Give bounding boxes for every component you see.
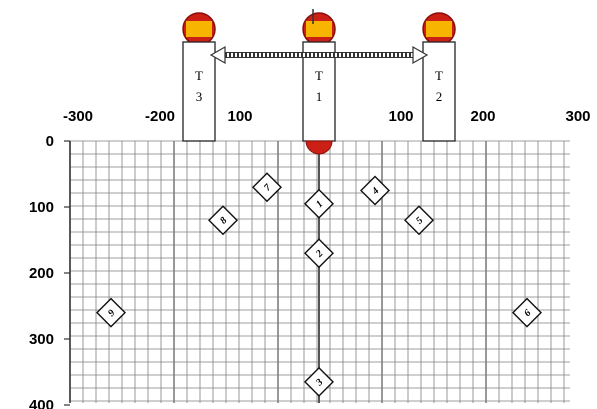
point-2: 2 — [304, 238, 334, 269]
point-label: 1 — [314, 199, 325, 210]
x-tick-label: 100 — [388, 108, 413, 125]
point-marker — [304, 238, 334, 269]
transmitter-t2: T2 — [422, 12, 456, 142]
point-label: 5 — [414, 215, 425, 226]
transmitter-label-letter: T — [315, 68, 323, 83]
y-tick-label: 0 — [46, 133, 54, 150]
transmitter-body — [422, 41, 456, 142]
point-7: 7 — [252, 172, 282, 203]
transmitter-label-number: 1 — [316, 89, 323, 104]
transmitter-head-band — [186, 21, 212, 37]
transmitter-body — [302, 41, 336, 142]
x-tick-label: -200 — [145, 108, 175, 125]
point-marker — [208, 205, 238, 236]
point-label: 9 — [106, 308, 117, 319]
point-3: 3 — [304, 366, 334, 397]
transmitter-label-number: 3 — [196, 89, 203, 104]
y-tick-label: 400 — [29, 397, 54, 409]
x-tick-label: -300 — [63, 108, 93, 125]
x-axis-ticks: -300 -200 100 100 200 300 — [63, 108, 591, 125]
transmitter-label-number: 2 — [436, 89, 443, 104]
transmitter-body — [182, 41, 216, 142]
x-tick-label: 300 — [565, 108, 590, 125]
point-marker — [360, 175, 390, 206]
transmitter-label-letter: T — [435, 68, 443, 83]
point-5: 5 — [404, 205, 434, 236]
point-1: 1 — [304, 188, 334, 219]
transmitter-label-letter: T — [195, 68, 203, 83]
point-marker — [96, 297, 126, 328]
transmitter-head-band — [306, 21, 332, 37]
origin-dot — [305, 140, 333, 155]
y-tick-label: 200 — [29, 265, 54, 282]
point-6: 6 — [512, 297, 542, 328]
distance-arrow — [209, 45, 429, 65]
point-marker — [304, 366, 334, 397]
point-9: 9 — [96, 297, 126, 328]
y-tick-label: 300 — [29, 331, 54, 348]
point-4: 4 — [360, 175, 390, 206]
point-marker — [252, 172, 282, 203]
arrow-head-left — [209, 45, 226, 65]
point-label: 8 — [218, 215, 229, 226]
x-tick-label: 100 — [227, 108, 252, 125]
point-marker — [304, 188, 334, 219]
x-tick-label: 200 — [470, 108, 495, 125]
y-axis-ticks: 0 100 200 300 400 — [29, 133, 54, 409]
transmitter-head-band — [426, 21, 452, 37]
point-label: 6 — [522, 308, 533, 319]
grid — [64, 140, 570, 406]
point-8: 8 — [208, 205, 238, 236]
transmitter-t3: T3 — [182, 12, 216, 142]
y-tick-label: 100 — [29, 199, 54, 216]
measurement-points: 1 2 3 4 5 6 7 8 9 — [96, 172, 542, 397]
point-marker — [512, 297, 542, 328]
transmitter-t1: T1 — [302, 9, 336, 155]
arrow-head-right — [412, 45, 429, 65]
point-marker — [404, 205, 434, 236]
